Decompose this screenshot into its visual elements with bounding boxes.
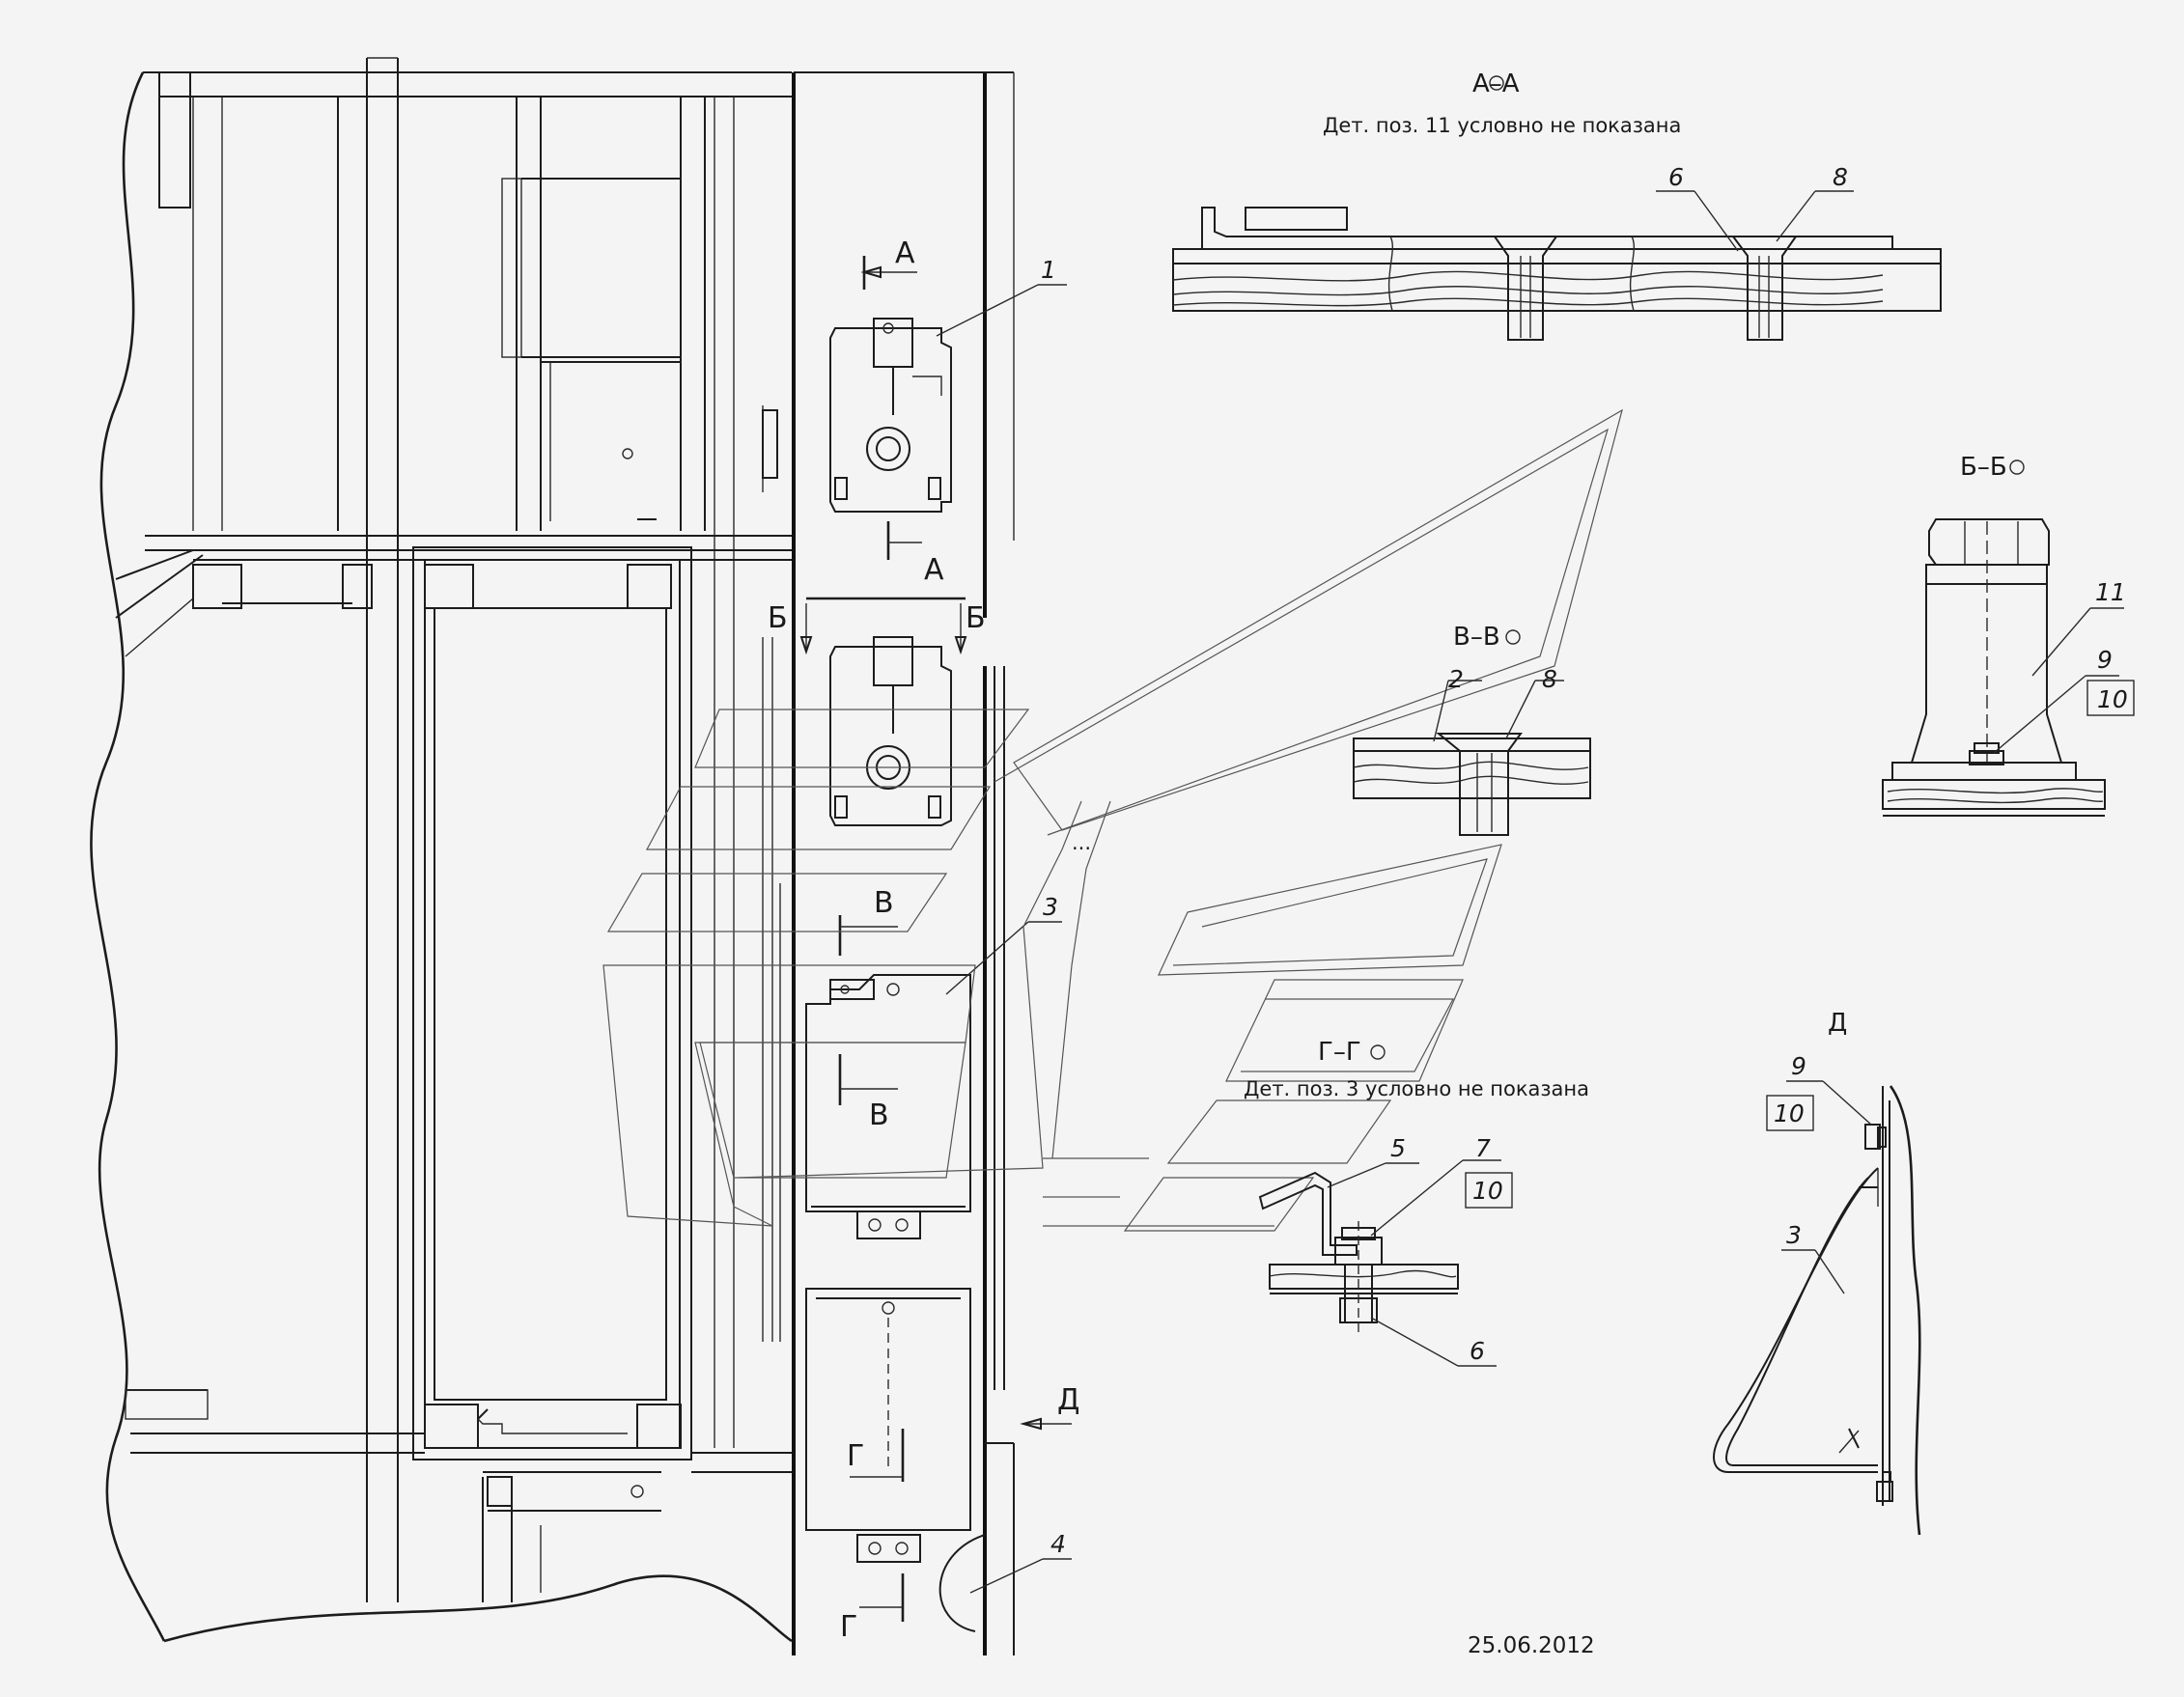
callout-4: 4: [1050, 1530, 1066, 1558]
hinge-lower: [829, 636, 952, 826]
callout-7: 7: [1475, 1134, 1491, 1162]
cut-g-label-bottom: Г: [840, 1610, 857, 1644]
cut-v-label-bottom: В: [869, 1099, 889, 1132]
section-vv-title: В–В: [1453, 623, 1500, 652]
cut-v-label-top: В: [874, 886, 894, 920]
section-gg-title: Г–Г: [1318, 1038, 1361, 1067]
callout-3: 3: [1043, 893, 1058, 921]
cut-b-label-left: Б: [768, 601, 788, 635]
section-bb: Б–Б 11 9 10: [1882, 453, 2135, 817]
section-gg-note: Дет. поз. 3 условно не показана: [1244, 1077, 1589, 1100]
cut-g: Г Г: [840, 1429, 905, 1644]
callout-6-gg: 6: [1470, 1337, 1485, 1365]
section-vv: В–В 2 8: [1353, 623, 1591, 836]
cut-v: В В: [838, 886, 898, 1132]
ghost-planes: [602, 408, 1623, 1232]
break-line-bottom: [163, 1574, 793, 1643]
bracket-upper: [805, 974, 971, 1239]
section-bb-title: Б–Б: [1960, 453, 2007, 482]
hinge-upper: [829, 318, 952, 513]
callout-10-bb: 10: [2097, 685, 2128, 713]
callout-5: 5: [1390, 1134, 1406, 1162]
callouts-main: 1 3 4 ...: [936, 256, 1091, 1594]
cut-g-label-top: Г: [847, 1439, 864, 1473]
callout-2: 2: [1448, 665, 1464, 693]
frame-top: [143, 57, 792, 1602]
cut-a-label-bottom: А: [924, 553, 944, 587]
break-line-left: [90, 71, 166, 1642]
view-d-title: Д: [1828, 1009, 1847, 1038]
view-d-arrow: Д: [1020, 1383, 1079, 1431]
cut-b-label-right: Б: [966, 601, 986, 635]
section-aa: А–А Дет. поз. 11 условно не показана 6 8: [1172, 70, 1942, 341]
pillar: [762, 71, 1015, 1655]
main-view: А А Б Б В В Г: [90, 57, 1623, 1655]
cut-a: А А: [860, 236, 944, 587]
callout-6-aa: 6: [1668, 163, 1684, 191]
callout-10-d: 10: [1774, 1099, 1805, 1127]
callout-9-bb: 9: [2097, 646, 2113, 674]
callout-10-gg: 10: [1472, 1177, 1503, 1205]
main-dots: ...: [1072, 831, 1091, 854]
callout-11: 11: [2095, 578, 2126, 606]
section-gg: Г–Г Дет. поз. 3 условно не показана 5 7 …: [1244, 1038, 1589, 1367]
frame-bottom: [125, 1389, 792, 1602]
view-d: Д 9 10 3: [1713, 1009, 1921, 1536]
callout-9-d: 9: [1791, 1052, 1806, 1080]
callout-1: 1: [1041, 256, 1056, 284]
cut-b: Б Б: [768, 597, 986, 655]
callout-8-aa: 8: [1833, 163, 1848, 191]
bracket-lower: [805, 1288, 971, 1563]
section-aa-title: А–А: [1472, 70, 1520, 98]
callout-3-d: 3: [1786, 1221, 1802, 1249]
section-aa-note: Дет. поз. 11 условно не показана: [1323, 114, 1681, 137]
view-d-label: Д: [1057, 1383, 1079, 1417]
callout-8-vv: 8: [1542, 665, 1557, 693]
drawing-date: 25.06.2012: [1468, 1633, 1595, 1658]
cut-a-label-top: А: [895, 236, 915, 270]
door-frame: [412, 546, 692, 1461]
